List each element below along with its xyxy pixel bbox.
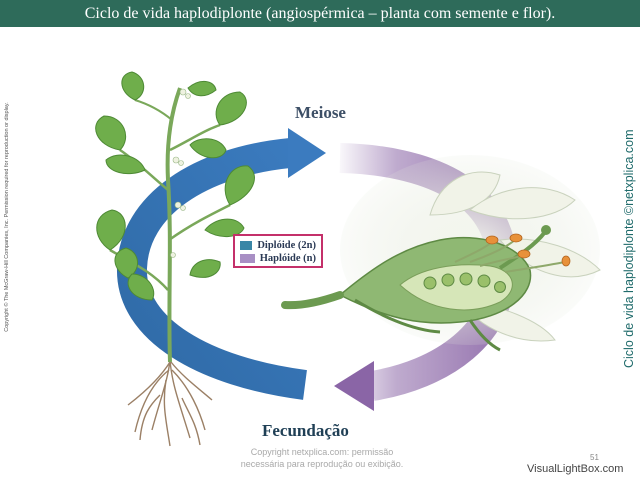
sporophyte-plant-illustration [95,71,255,447]
ploidy-legend: Diplóide (2n) Haplóide (n) [233,234,323,268]
site-credit: VisualLightBox.com [527,463,624,475]
slide-title: Ciclo de vida haplodiplonte (angiospérmi… [0,0,640,27]
haploid-ploidy: (n) [303,253,316,264]
watermark: Copyright netxplica.com: permissão neces… [212,446,432,470]
haploid-swatch [240,254,255,263]
meiosis-label: Meiose [295,103,346,122]
flower-cross-section-illustration [281,155,601,352]
diploid-label: Diplóide [257,240,296,251]
legend-item-haploid: Haplóide (n) [240,252,316,265]
fertilization-label: Fecundação [262,421,349,440]
diploid-ploidy: (2n) [297,240,316,251]
legend-item-diploid: Diplóide (2n) [240,239,316,252]
page-number: 51 [590,453,599,462]
watermark-line-2: necessária para reprodução ou exibição. [240,459,404,469]
haploid-label: Haplóide [259,253,301,264]
diploid-swatch [240,241,253,250]
watermark-line-1: Copyright netxplica.com: permissão [250,447,394,457]
